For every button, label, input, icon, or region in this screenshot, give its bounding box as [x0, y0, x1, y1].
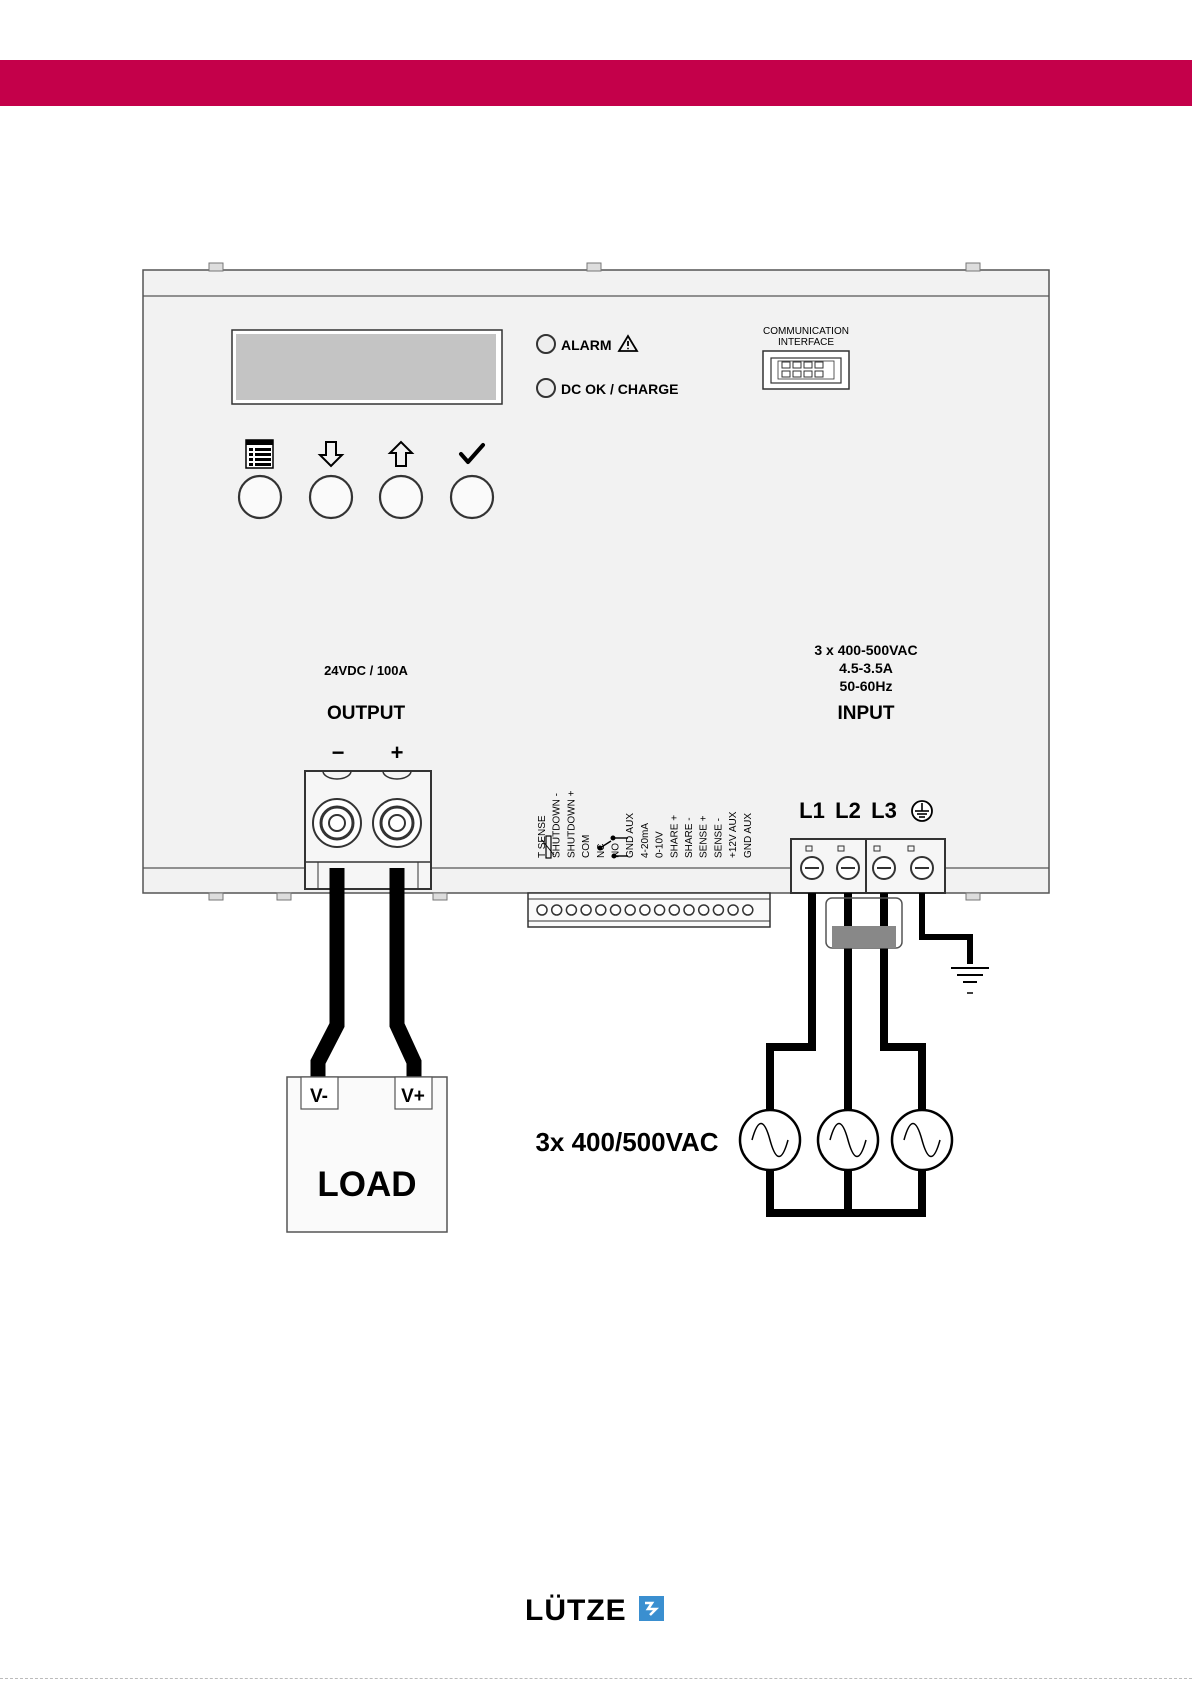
output-wires [318, 868, 414, 1078]
signal-terminal-label: SENSE + [699, 815, 710, 858]
signal-terminal-pin[interactable] [581, 905, 591, 915]
signal-terminal-pin[interactable] [566, 905, 576, 915]
dc-ok-label: DC OK / CHARGE [561, 381, 678, 397]
output-plus-screw[interactable] [373, 799, 421, 847]
comm-label-line2: INTERFACE [778, 337, 834, 348]
signal-terminal-label: GND AUX [743, 813, 754, 858]
output-rating: 24VDC / 100A [324, 663, 408, 678]
l3-label: L3 [871, 798, 897, 823]
signal-terminal-strip [528, 893, 770, 927]
l2-label: L2 [835, 798, 861, 823]
signal-terminal-pin[interactable] [611, 905, 621, 915]
up-button[interactable] [380, 476, 422, 518]
ac-source-l2 [818, 1110, 878, 1170]
input-voltage: 3 x 400-500VAC [814, 642, 917, 658]
signal-terminal-label: GND AUX [625, 813, 636, 858]
signal-terminal-label: SHARE + [669, 815, 680, 858]
signal-terminal-pin[interactable] [655, 905, 665, 915]
signal-terminal-label: 0-10V [655, 831, 666, 858]
signal-terminal-pin[interactable] [743, 905, 753, 915]
signal-terminal-pin[interactable] [640, 905, 650, 915]
signal-terminal-label: 4-20mA [640, 823, 651, 858]
menu-icon [246, 440, 273, 468]
input-l3-screw[interactable] [873, 857, 895, 879]
ferrite-core [826, 898, 902, 948]
menu-button[interactable] [239, 476, 281, 518]
output-minus-label: − [332, 740, 345, 765]
signal-terminal-pin[interactable] [684, 905, 694, 915]
signal-terminal-pin[interactable] [728, 905, 738, 915]
input-earth-screw[interactable] [911, 857, 933, 879]
down-button[interactable] [310, 476, 352, 518]
signal-terminal-label: COM [581, 835, 592, 858]
ac-source-l3 [892, 1110, 952, 1170]
load-v-plus-label: V+ [401, 1086, 425, 1107]
input-frequency: 50-60Hz [840, 678, 893, 694]
signal-terminal-label: SENSE - [713, 818, 724, 858]
signal-terminal-pin[interactable] [537, 905, 547, 915]
output-plus-label: + [391, 740, 404, 765]
input-l2-screw[interactable] [837, 857, 859, 879]
l1-label: L1 [799, 798, 825, 823]
load-title: LOAD [317, 1165, 416, 1204]
output-title: OUTPUT [327, 703, 406, 724]
earth-wire [922, 893, 989, 993]
ac-source-l1 [740, 1110, 800, 1170]
signal-terminal-label: SHUTDOWN + [566, 790, 577, 858]
source-label: 3x 400/500VAC [535, 1127, 718, 1157]
brand-logo-text: LÜTZE [525, 1594, 627, 1627]
input-current: 4.5-3.5A [839, 660, 893, 676]
signal-terminal-pin[interactable] [669, 905, 679, 915]
footer-divider [0, 1678, 1192, 1679]
lcd-display [232, 330, 502, 404]
brand-logo: LÜTZE [525, 1594, 664, 1627]
alarm-label: ALARM [561, 337, 612, 353]
output-minus-screw[interactable] [313, 799, 361, 847]
signal-terminal-pin[interactable] [699, 905, 709, 915]
communication-port[interactable] [763, 351, 849, 389]
ground-symbol-icon [912, 801, 932, 821]
signal-terminal-label: SHUTDOWN - [552, 793, 563, 858]
signal-terminal-label: +12V AUX [728, 811, 739, 858]
input-l1-screw[interactable] [801, 857, 823, 879]
dc-ok-led [537, 379, 555, 397]
confirm-button[interactable] [451, 476, 493, 518]
input-title: INPUT [838, 703, 895, 724]
signal-terminal-pin[interactable] [596, 905, 606, 915]
signal-terminal-label: NC [596, 844, 607, 858]
signal-terminal-pin[interactable] [713, 905, 723, 915]
signal-terminal-pin[interactable] [552, 905, 562, 915]
load-v-minus-label: V- [310, 1086, 328, 1107]
signal-terminal-label: SHARE - [684, 817, 695, 858]
comm-label-line1: COMMUNICATION [763, 326, 849, 337]
alarm-led [537, 335, 555, 353]
signal-terminal-pin[interactable] [625, 905, 635, 915]
